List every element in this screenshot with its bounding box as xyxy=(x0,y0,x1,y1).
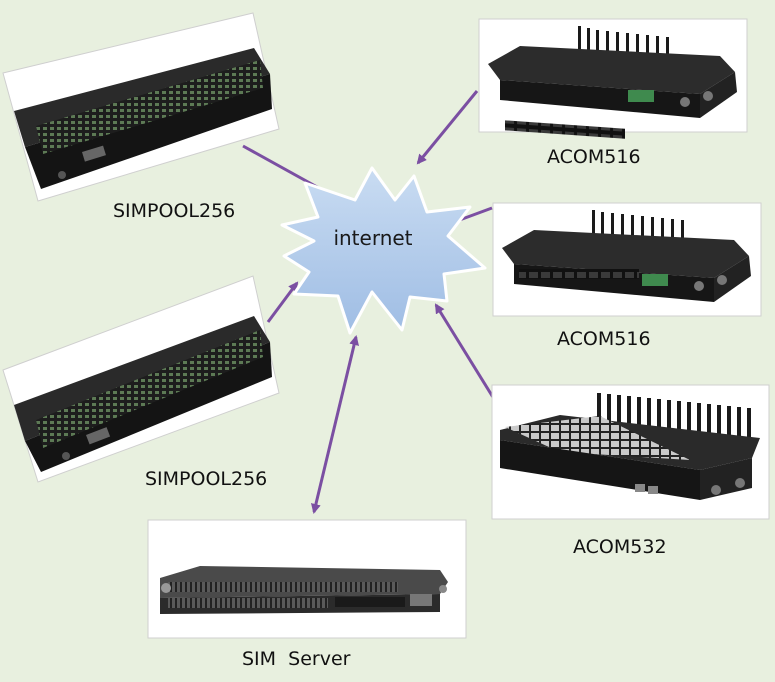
internet-cloud-icon xyxy=(280,166,487,335)
acom516-mid-device xyxy=(492,202,762,317)
simpool-bottom-device xyxy=(2,275,280,483)
arrow-acom532 xyxy=(434,303,501,408)
simpool-top-device xyxy=(2,12,280,202)
acom532-device xyxy=(491,384,770,520)
simpool-bottom-label: SIMPOOL256 xyxy=(145,468,268,490)
internet-label: internet xyxy=(333,226,412,250)
arrow-acom516-top xyxy=(416,90,479,165)
simpool-top-label: SIMPOOL256 xyxy=(113,200,236,222)
acom516-top-device xyxy=(478,18,748,139)
sim-server-device xyxy=(147,519,467,639)
arrow-simpool-bottom xyxy=(266,281,299,323)
acom532-label: ACOM532 xyxy=(573,536,667,558)
acom516-top-label: ACOM516 xyxy=(547,146,641,168)
sim-server-label: SIM Server xyxy=(242,648,351,670)
arrow-sim-server xyxy=(311,335,359,514)
acom516-mid-label: ACOM516 xyxy=(557,328,651,350)
